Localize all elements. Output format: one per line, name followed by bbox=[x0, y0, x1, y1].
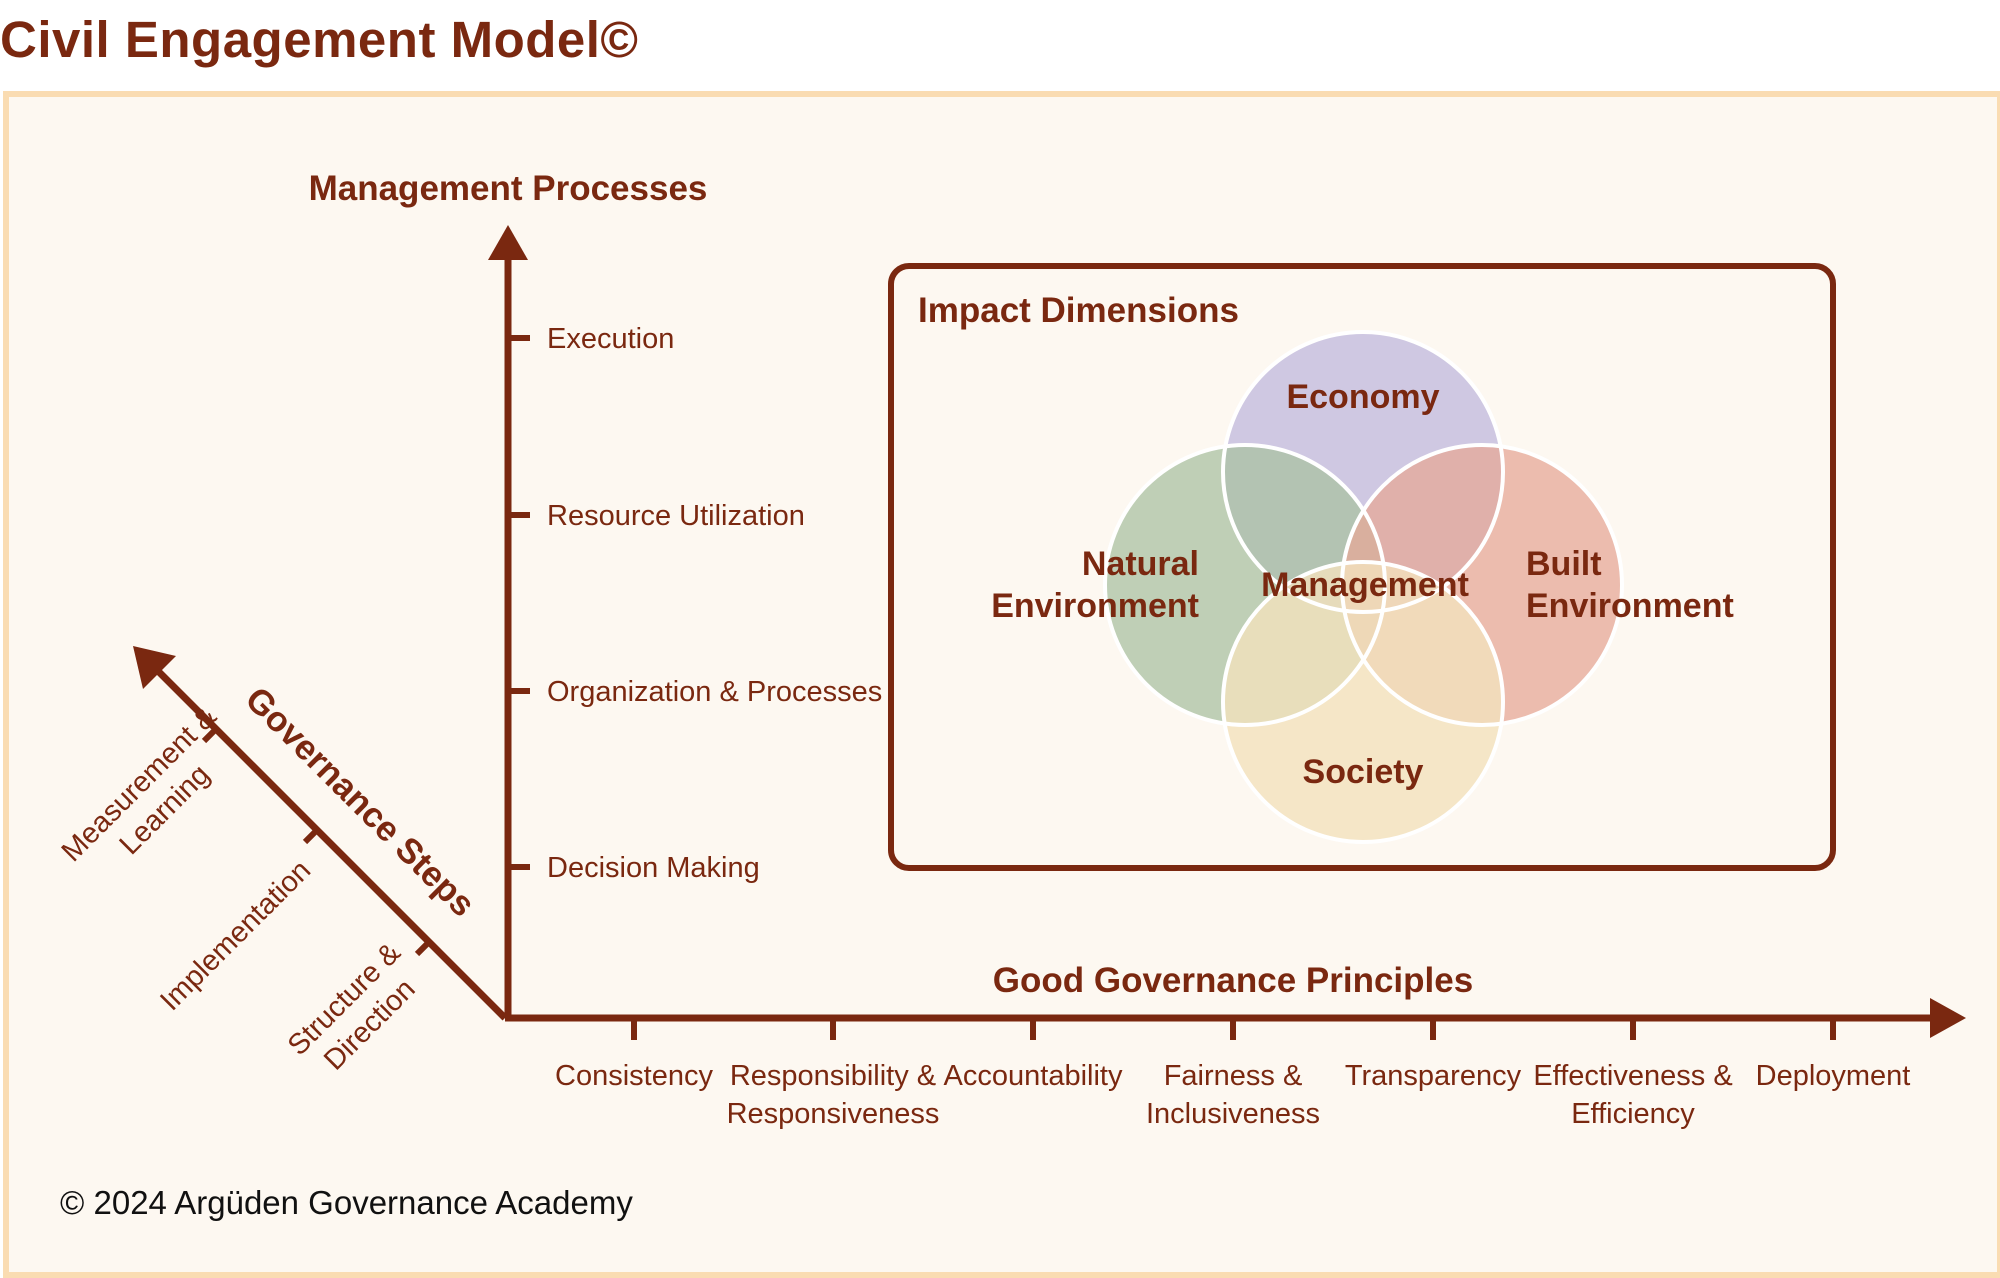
society-circle bbox=[1223, 562, 1503, 842]
tick-execution: Execution bbox=[547, 323, 674, 355]
page-title: Civil Engagement Model© bbox=[0, 11, 639, 68]
tick-deployment: Deployment bbox=[1756, 1060, 1911, 1092]
tick-implementation: Implementation bbox=[154, 854, 317, 1017]
tick-decision-making: Decision Making bbox=[547, 852, 760, 884]
venn-label-society: Society bbox=[1303, 753, 1424, 791]
tick-fairness-line2: Inclusiveness bbox=[1146, 1098, 1320, 1130]
venn-label-built-line2: Environment bbox=[1526, 587, 1734, 625]
venn-label-economy: Economy bbox=[1286, 378, 1439, 416]
venn-label-natural-line2: Environment bbox=[991, 587, 1199, 625]
tick-accountability: Accountability bbox=[944, 1060, 1123, 1092]
tick-organization-processes: Organization & Processes bbox=[547, 676, 882, 708]
horizontal-ticks: Consistency Responsibility & Responsiven… bbox=[555, 1018, 1910, 1130]
vertical-axis-title: Management Processes bbox=[309, 169, 708, 208]
diagonal-tick-mark bbox=[302, 827, 320, 845]
society-outline bbox=[1221, 560, 1505, 844]
tick-consistency: Consistency bbox=[555, 1060, 713, 1092]
diagram-panel bbox=[3, 91, 2000, 1278]
venn-label-management: Management bbox=[1261, 566, 1469, 604]
copyright-text: © 2024 Argüden Governance Academy bbox=[60, 1184, 633, 1221]
tick-responsibility-line2: Responsiveness bbox=[727, 1098, 940, 1130]
diagonal-tick-mark bbox=[201, 726, 219, 744]
impact-dimensions-box bbox=[888, 263, 1836, 871]
natural-environment-outline bbox=[1103, 443, 1387, 727]
tick-responsibility-line1: Responsibility & bbox=[730, 1060, 936, 1092]
venn-label-built-line1: Built bbox=[1526, 545, 1602, 583]
tick-fairness-line1: Fairness & bbox=[1164, 1060, 1303, 1092]
horizontal-axis-arrowhead bbox=[1930, 998, 1966, 1038]
economy-outline bbox=[1221, 330, 1505, 614]
built-environment-outline bbox=[1340, 443, 1624, 727]
horizontal-axis-title: Good Governance Principles bbox=[993, 961, 1473, 1000]
tick-transparency: Transparency bbox=[1345, 1060, 1522, 1092]
impact-dimensions-title: Impact Dimensions bbox=[918, 291, 1239, 330]
vertical-axis-arrowhead bbox=[488, 225, 528, 260]
diagonal-axis-arrowhead bbox=[133, 646, 176, 689]
tick-effectiveness-line1: Effectiveness & bbox=[1533, 1060, 1732, 1092]
tick-effectiveness-line2: Efficiency bbox=[1571, 1098, 1695, 1130]
tick-resource-utilization: Resource Utilization bbox=[547, 500, 805, 532]
diagonal-tick-mark bbox=[414, 939, 432, 957]
vertical-ticks: Execution Resource Utilization Organizat… bbox=[508, 323, 882, 884]
venn-diagram bbox=[1103, 330, 1624, 844]
venn-label-natural-line1: Natural bbox=[1082, 545, 1199, 583]
